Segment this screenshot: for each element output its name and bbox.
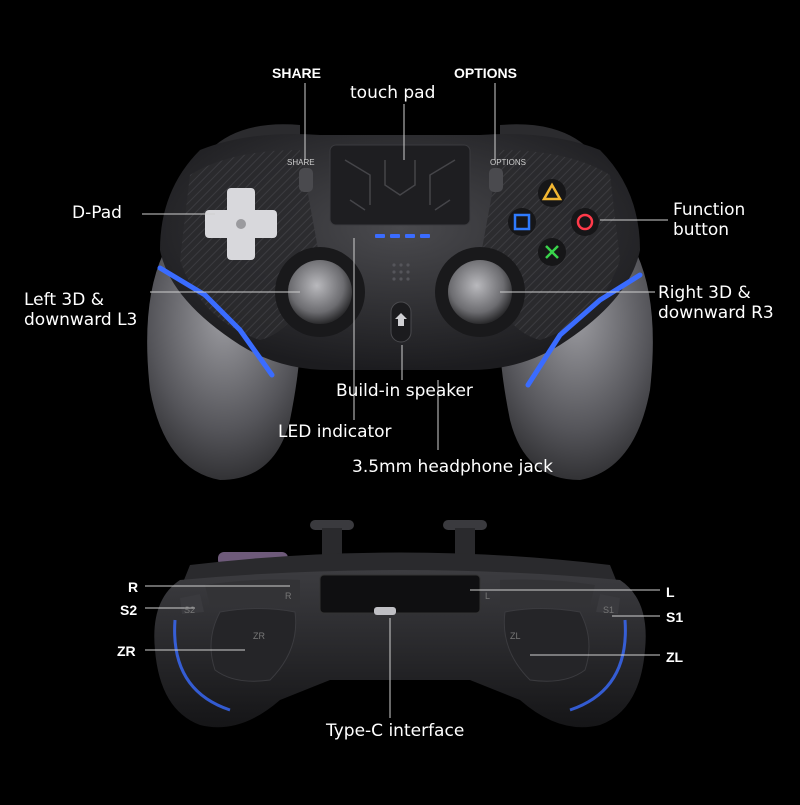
left-3d-label-line1: Left 3D & — [24, 290, 104, 310]
s1-button[interactable] — [596, 594, 620, 614]
s2-label: S2 — [120, 602, 138, 618]
plate-l-text: L — [485, 591, 491, 601]
plate-zr-text: ZR — [253, 631, 265, 641]
center-slot — [319, 574, 481, 614]
options-label: OPTIONS — [454, 65, 518, 81]
right-3d-label-line2: downward R3 — [658, 303, 774, 323]
touch-pad-label: touch pad — [350, 83, 436, 103]
speaker-grill — [392, 263, 410, 281]
headphone-label: 3.5mm headphone jack — [352, 457, 553, 477]
touch-pad — [329, 144, 471, 226]
dpad-label: D-Pad — [72, 203, 122, 223]
left-thumbstick[interactable] — [288, 260, 352, 324]
right-grip — [500, 250, 653, 480]
square-button-icon — [513, 213, 531, 231]
led-indicator — [375, 234, 430, 238]
left-3d-label-line2: downward L3 — [24, 310, 138, 330]
circle-button[interactable] — [571, 208, 599, 236]
plate-s1-text: S1 — [603, 605, 615, 615]
leader-lines — [142, 83, 668, 718]
right-back-led — [569, 619, 627, 712]
plate-r-text: R — [285, 591, 292, 601]
r-label: R — [128, 579, 139, 595]
zl-label: ZL — [666, 649, 684, 665]
left-grip — [147, 250, 300, 480]
right-thumbstick[interactable] — [448, 260, 512, 324]
l-bumper[interactable] — [500, 579, 595, 605]
l-label: L — [666, 584, 675, 600]
type-c-label: Type-C interface — [326, 721, 465, 741]
left-led-strip — [157, 265, 275, 378]
share-label: SHARE — [272, 65, 322, 81]
led-label: LED indicator — [278, 422, 392, 442]
face-buttons — [508, 179, 599, 266]
front-controller — [147, 124, 653, 480]
plate-zl-text: ZL — [510, 631, 521, 641]
cross-button-icon — [545, 245, 559, 259]
circle-button-icon — [576, 213, 594, 231]
left-back-led — [173, 619, 231, 712]
zr-trigger[interactable] — [210, 608, 297, 682]
speaker-label: Build-in speaker — [336, 381, 473, 401]
share-small-label: SHARE — [287, 158, 315, 167]
zr-label: ZR — [117, 643, 136, 659]
type-c-port — [374, 607, 396, 615]
function-label-line2: button — [673, 220, 730, 240]
triangle-button-icon — [541, 182, 563, 201]
square-button[interactable] — [508, 208, 536, 236]
touch-pad-circuit-pattern — [344, 159, 456, 211]
right-3d-label-line1: Right 3D & — [658, 283, 751, 303]
back-controller — [154, 520, 646, 728]
options-small-label: OPTIONS — [490, 158, 527, 167]
options-button[interactable] — [489, 168, 503, 192]
s2-button[interactable] — [180, 594, 204, 614]
right-led-strip — [525, 272, 643, 388]
s1-label: S1 — [666, 609, 684, 625]
dpad-icon[interactable] — [205, 188, 277, 260]
function-label-line1: Function — [673, 200, 746, 220]
home-button-icon — [395, 313, 407, 326]
share-button[interactable] — [299, 168, 313, 192]
plate-s2-text: S2 — [184, 605, 196, 615]
